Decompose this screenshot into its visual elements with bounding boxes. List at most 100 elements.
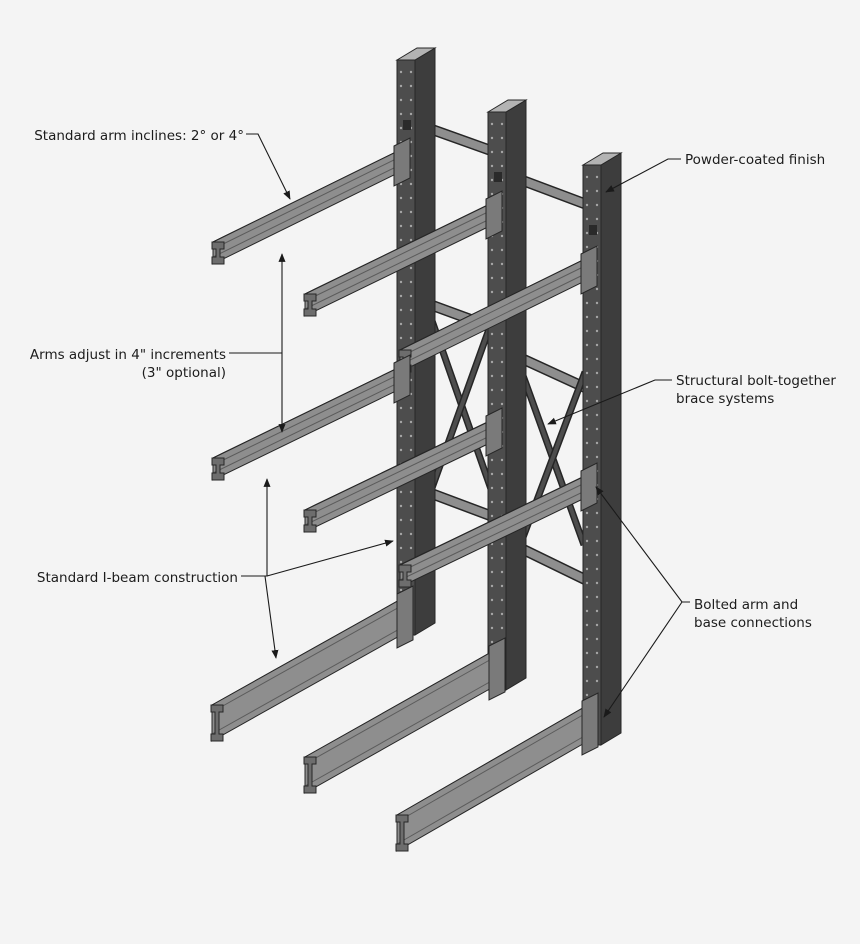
column-2-hole	[500, 542, 504, 546]
column-3-hole	[595, 553, 599, 557]
column-3-hole	[595, 609, 599, 613]
arm-2-top-flange-edge	[304, 217, 493, 310]
callout-brace-line1: Structural bolt-together	[676, 373, 836, 389]
column-2-hole	[490, 584, 494, 588]
leader-brace	[547, 379, 672, 425]
column-3-hole	[595, 455, 599, 459]
column-3-hole	[595, 525, 599, 529]
arm-3-top-flange-edge	[399, 264, 588, 358]
tie-brace-1	[421, 123, 499, 156]
column-2-hole	[490, 290, 494, 294]
column-3-hole	[595, 637, 599, 641]
column-3-hole	[595, 203, 599, 207]
column-3-hole	[585, 441, 589, 445]
column-1-hole	[399, 196, 403, 200]
column-2-side	[505, 99, 527, 691]
arm-3-middle-mount-plate	[580, 462, 598, 512]
column-1-hole	[409, 322, 413, 326]
column-3-hole	[595, 385, 599, 389]
callout-arm-incline: Standard arm inclines: 2° or 4°	[34, 128, 244, 144]
column-1-hole	[399, 98, 403, 102]
leader-ibeam-right	[266, 539, 394, 577]
leader-arm-incline	[246, 133, 291, 200]
column-3-hole	[595, 511, 599, 515]
column-1-hole	[409, 504, 413, 508]
column-2-hole	[500, 150, 504, 154]
column-3-hole	[585, 329, 589, 333]
column-1-hole	[399, 532, 403, 536]
column-2-hole	[500, 136, 504, 140]
column-2-hole	[490, 150, 494, 154]
arm-layer	[210, 137, 599, 852]
column-2-hole	[500, 388, 504, 392]
column-2-hole	[500, 332, 504, 336]
column-2-hole	[500, 598, 504, 602]
column-1-hole	[409, 490, 413, 494]
arm-2-middle-mount-plate	[485, 407, 503, 457]
column-3-hole	[595, 595, 599, 599]
column-1-hole	[399, 84, 403, 88]
column-1-hole	[409, 238, 413, 242]
column-1-hole	[399, 588, 403, 592]
column-2-hole	[490, 388, 494, 392]
column-1-hole	[409, 308, 413, 312]
base-arm-3-end-profile	[395, 814, 409, 852]
column-3-hole	[585, 665, 589, 669]
column-3-hole	[585, 623, 589, 627]
column-2-hole	[490, 640, 494, 644]
column-1-hole	[399, 448, 403, 452]
column-2-hole	[500, 402, 504, 406]
column-3-hole	[595, 567, 599, 571]
column-2-hole	[500, 360, 504, 364]
column-3-hole	[595, 343, 599, 347]
arm-2-middle-flange-edge	[304, 426, 493, 518]
column-3-hole	[585, 357, 589, 361]
column-3-hole	[585, 693, 589, 697]
column-2-hole	[490, 402, 494, 406]
column-1-hole	[409, 210, 413, 214]
column-3-hole	[585, 189, 589, 193]
column-2-hole	[500, 458, 504, 462]
column-1-hole	[399, 336, 403, 340]
column-1-hole	[399, 70, 403, 74]
column-2-hole	[490, 598, 494, 602]
arm-3-middle-flange-edge	[399, 481, 588, 573]
column-3-hole	[595, 427, 599, 431]
leader-layer	[229, 133, 690, 718]
column-2-hole	[500, 556, 504, 560]
callout-brace: Structural bolt-together brace systems	[676, 372, 836, 408]
column-2-hole	[490, 276, 494, 280]
column-2-slot	[494, 172, 502, 182]
column-1-hole	[409, 336, 413, 340]
column-3-hole	[595, 287, 599, 291]
column-1-hole	[399, 238, 403, 242]
leader-bolted-lower	[603, 601, 690, 718]
column-2-hole	[490, 136, 494, 140]
column-3-hole	[585, 175, 589, 179]
column-3-hole	[595, 441, 599, 445]
column-3-hole	[595, 539, 599, 543]
column-3-hole	[595, 413, 599, 417]
column-1-hole	[409, 280, 413, 284]
column-1-hole	[409, 196, 413, 200]
column-1-hole	[399, 546, 403, 550]
column-2-hole	[490, 262, 494, 266]
column-1-hole	[409, 182, 413, 186]
column-3-slot	[589, 225, 597, 235]
column-2-hole	[500, 276, 504, 280]
column-1-hole	[409, 532, 413, 536]
column-2-hole	[490, 248, 494, 252]
arm-1-top-end-profile	[211, 241, 225, 265]
column-2-hole	[490, 500, 494, 504]
column-3-hole	[585, 385, 589, 389]
base-arm-2-end-profile	[303, 756, 317, 794]
column-1-hole	[409, 98, 413, 102]
column-3-hole	[585, 413, 589, 417]
column-1-hole	[399, 322, 403, 326]
column-1-hole	[409, 406, 413, 410]
column-2-hole	[490, 486, 494, 490]
column-3-hole	[585, 651, 589, 655]
base-arm-3-web	[396, 704, 589, 852]
column-1-hole	[409, 266, 413, 270]
